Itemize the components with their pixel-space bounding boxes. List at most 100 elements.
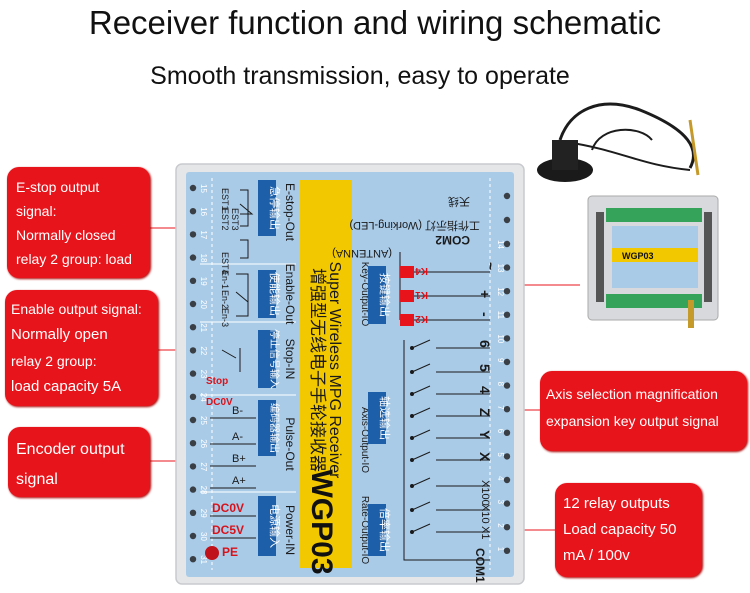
right-terminal-hole xyxy=(503,335,511,342)
left-pin-number: 19 xyxy=(199,277,208,286)
right-terminal-hole xyxy=(503,500,511,507)
left-pin-number: 18 xyxy=(199,254,208,263)
left-pin-number: 26 xyxy=(199,439,208,448)
left-pin-number: 16 xyxy=(199,207,208,216)
antenna-label: (ANTENNA) xyxy=(332,247,392,259)
stop-cn: 停止信号输入 xyxy=(268,329,281,389)
right-pin-number: 3 xyxy=(496,500,505,505)
left-pin-number: 30 xyxy=(199,532,208,541)
axis-cn: 轴选输出 xyxy=(378,396,392,440)
right-pin-number: 8 xyxy=(496,382,505,387)
callout-axis-line1: Axis selection magnification xyxy=(546,386,718,402)
model-box xyxy=(302,478,348,566)
left-pin-number: 27 xyxy=(199,462,208,471)
callout-relay: 12 relay outputs Load capacity 50 mA / 1… xyxy=(555,483,702,577)
pin-est2: EST2 xyxy=(220,208,230,231)
left-terminal-hole xyxy=(189,254,197,261)
axis-output-label: Axis-Output-IO xyxy=(359,407,370,473)
left-terminal-hole xyxy=(189,440,197,447)
photo-model: WGP03 xyxy=(622,251,654,261)
key-output-label: Key-Output-IO xyxy=(359,262,370,327)
left-terminal-hole xyxy=(189,532,197,540)
callout-relay-line3: mA / 100v xyxy=(563,547,630,564)
rate-x10: X10 xyxy=(479,504,491,524)
left-pin-number: 15 xyxy=(199,184,208,193)
pin-a-plus: A+ xyxy=(232,475,246,487)
right-terminal-hole xyxy=(503,429,511,436)
power-label: Power-IN xyxy=(283,505,297,555)
left-terminal-hole xyxy=(189,509,197,516)
axis-x: X xyxy=(477,452,493,462)
pin-b-plus: B+ xyxy=(232,453,246,465)
axis-tag xyxy=(368,392,386,444)
right-terminal-hole xyxy=(503,453,511,460)
right-terminal-hole xyxy=(503,382,511,389)
callout-enable-line3: relay 2 group: xyxy=(11,353,97,369)
pulse-tag xyxy=(258,400,276,456)
callout-estop-line4: relay 2 group: load xyxy=(16,251,132,267)
right-pin-number: 2 xyxy=(496,523,505,528)
key-k2: K2 xyxy=(415,313,428,324)
estop-tag xyxy=(258,180,276,236)
left-pin-number: 24 xyxy=(199,393,208,402)
right-pin-number: 13 xyxy=(496,264,505,273)
key-cn: 按键输出 xyxy=(378,273,392,317)
left-pin-number: 28 xyxy=(199,486,208,495)
right-pin-number: 6 xyxy=(496,429,505,434)
right-pin-number: 1 xyxy=(496,547,505,552)
left-terminal-hole xyxy=(189,324,197,331)
pulse-cn: 编码器输出 xyxy=(268,403,281,453)
left-pin-number: 20 xyxy=(199,300,208,309)
com1-label: COM1 xyxy=(473,548,487,583)
power-dc0v-text: DC0V xyxy=(212,501,244,515)
callout-enable-line1: Enable output signal: xyxy=(11,301,142,317)
right-terminal-hole xyxy=(503,406,511,413)
callout-relay-line2: Load capacity 50 xyxy=(563,521,677,538)
enable-label: Enable-Out xyxy=(283,264,297,325)
callout-axis: Axis selection magnification expansion k… xyxy=(540,371,747,451)
power-cn: 电源输入 xyxy=(268,504,282,548)
right-pin-number: 10 xyxy=(496,334,505,343)
callout-estop-line2: signal: xyxy=(16,203,57,219)
right-terminal-hole xyxy=(503,476,511,484)
right-terminal-hole xyxy=(503,524,511,531)
right-pin-number: 5 xyxy=(496,452,505,457)
power-dc5v-text: DC5V xyxy=(212,523,244,537)
callout-encoder-line2: signal xyxy=(16,471,58,488)
right-pin-number: 11 xyxy=(496,311,505,320)
left-pin-number: 25 xyxy=(199,416,208,425)
pin-b-minus: B- xyxy=(232,405,243,417)
pin-est1: EST1 xyxy=(220,188,230,211)
callout-estop-line3: Normally closed xyxy=(16,227,116,243)
left-pin-number: 22 xyxy=(199,346,208,355)
right-terminal-hole xyxy=(503,358,511,366)
callout-relay-line1: 12 relay outputs xyxy=(563,495,670,512)
pin-a-minus: A- xyxy=(232,431,243,443)
key-tag xyxy=(368,266,386,324)
right-pin-number: 12 xyxy=(496,287,505,296)
key-symbol-plus: + xyxy=(477,290,493,298)
right-pin-number: 4 xyxy=(496,476,505,481)
rate-x100: X100 xyxy=(479,480,491,506)
page-subtitle: Smooth transmission, easy to operate xyxy=(150,62,570,90)
left-pin-number: 23 xyxy=(199,370,208,379)
callout-estop: E-stop output signal: Normally closed re… xyxy=(7,167,150,278)
callout-enable-line4: load capacity 5A xyxy=(11,378,122,395)
right-terminal-hole xyxy=(503,240,511,248)
axis-6: 6 xyxy=(477,340,493,348)
pulse-label: Pulse-Out xyxy=(283,417,297,471)
left-terminal-hole xyxy=(189,463,197,470)
left-terminal-hole xyxy=(189,184,197,192)
antenna-cn: 天线 xyxy=(448,195,470,209)
axis-z: Z xyxy=(477,408,493,417)
axis-4: 4 xyxy=(477,386,493,394)
axis-5: 5 xyxy=(477,364,493,372)
estop-label: E-stop-Out xyxy=(283,183,297,242)
left-terminal-hole xyxy=(189,277,197,284)
left-terminal-hole xyxy=(189,300,197,308)
left-terminal-hole xyxy=(189,231,197,238)
power-pe-text: PE xyxy=(222,545,238,559)
